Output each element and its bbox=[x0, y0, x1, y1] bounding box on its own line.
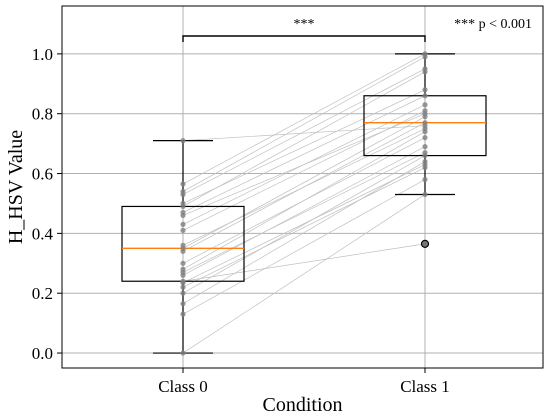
pair-line bbox=[182, 243, 426, 282]
y-axis-label: H_HSV Value bbox=[5, 130, 27, 244]
pair-line bbox=[182, 71, 426, 207]
pair-line bbox=[182, 179, 426, 315]
data-point bbox=[422, 51, 428, 57]
data-point bbox=[180, 227, 186, 233]
pair-line bbox=[182, 116, 426, 249]
data-point bbox=[180, 181, 186, 187]
data-point bbox=[422, 123, 428, 129]
data-point bbox=[422, 241, 428, 247]
pair-line bbox=[182, 155, 426, 294]
pair-line bbox=[182, 146, 426, 276]
pair-line bbox=[182, 56, 426, 192]
x-tick-label: Class 1 bbox=[400, 377, 450, 396]
pair-line bbox=[182, 152, 426, 273]
grid bbox=[62, 6, 543, 368]
data-point bbox=[180, 290, 186, 296]
data-point bbox=[180, 301, 186, 307]
y-tick-label: 0.6 bbox=[32, 165, 53, 184]
data-point bbox=[422, 102, 428, 108]
y-tick-label: 0.4 bbox=[32, 224, 54, 243]
data-point bbox=[180, 221, 186, 227]
pair-line bbox=[182, 95, 426, 213]
data-point bbox=[180, 200, 186, 207]
pair-line bbox=[182, 113, 426, 216]
data-point bbox=[180, 284, 186, 290]
data-point bbox=[180, 266, 186, 272]
data-point bbox=[180, 138, 186, 144]
pair-line bbox=[182, 53, 426, 185]
data-point bbox=[180, 188, 186, 195]
bracket-line bbox=[182, 35, 426, 42]
pair-line bbox=[182, 194, 426, 354]
pair-line bbox=[182, 164, 426, 284]
data-point bbox=[422, 111, 428, 117]
data-point bbox=[422, 87, 428, 93]
data-point bbox=[422, 135, 428, 141]
data-point bbox=[180, 242, 186, 248]
pair-line bbox=[182, 125, 426, 141]
data-point bbox=[422, 149, 428, 156]
data-point bbox=[422, 66, 428, 72]
data-point bbox=[422, 144, 428, 150]
data-point bbox=[180, 350, 186, 356]
data-point bbox=[180, 311, 186, 317]
x-axis-label: Condition bbox=[262, 394, 342, 416]
data-point bbox=[180, 209, 186, 216]
data-point bbox=[422, 176, 428, 183]
y-tick-label: 0.0 bbox=[32, 344, 53, 363]
data-point bbox=[180, 278, 186, 284]
pair-line bbox=[182, 167, 426, 288]
plot-frame bbox=[61, 5, 544, 369]
pair-line bbox=[182, 161, 426, 304]
pair-line bbox=[182, 128, 426, 246]
pair-line bbox=[182, 89, 426, 204]
x-tick-label: Class 0 bbox=[158, 377, 208, 396]
data-point bbox=[422, 93, 428, 99]
pair-line bbox=[182, 68, 426, 195]
y-tick-label: 1.0 bbox=[32, 45, 53, 64]
paired-lines bbox=[182, 53, 426, 354]
significance-legend: *** p < 0.001 bbox=[454, 17, 532, 32]
significance-bracket bbox=[182, 35, 426, 42]
data-points bbox=[180, 51, 428, 356]
pair-line bbox=[182, 137, 426, 264]
y-tick-label: 0.2 bbox=[32, 284, 53, 303]
data-point bbox=[422, 161, 428, 168]
data-point bbox=[180, 260, 186, 266]
y-tick-label: 0.8 bbox=[32, 105, 53, 124]
boxes bbox=[121, 53, 487, 354]
data-point bbox=[422, 191, 428, 198]
significance-label: *** bbox=[294, 17, 315, 32]
